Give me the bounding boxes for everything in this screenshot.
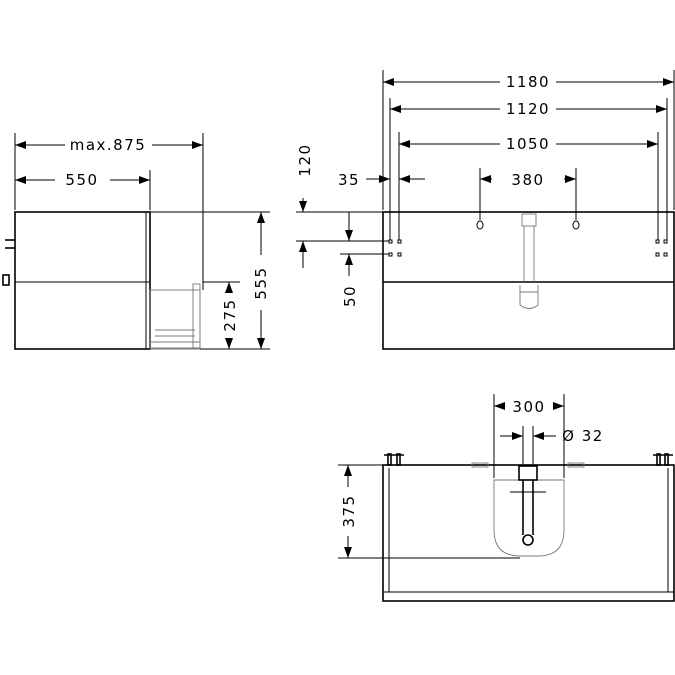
dim-side-height: 555 xyxy=(252,266,270,299)
dim-side-depth: 550 xyxy=(65,171,98,189)
dim-top-pipe-diameter: Ø 32 xyxy=(562,427,604,445)
dim-top-cutout-width: 300 xyxy=(512,398,545,416)
dim-front-width-inner: 1120 xyxy=(506,100,550,118)
dim-front-width-holes: 1050 xyxy=(506,135,550,153)
dim-front-offset: 35 xyxy=(338,171,360,189)
top-cutout xyxy=(493,479,565,557)
dim-front-width-overall: 1180 xyxy=(506,73,550,91)
side-cabinet-body xyxy=(14,211,151,350)
side-view: max.875 550 555 275 xyxy=(2,133,270,350)
dim-side-drawer-height: 275 xyxy=(221,298,239,331)
dim-front-hole-spacing: 50 xyxy=(341,285,359,307)
side-drawer-extended xyxy=(149,211,201,350)
dim-side-max-depth: max.875 xyxy=(70,136,147,154)
dim-front-bracket-spacing: 380 xyxy=(511,171,544,189)
top-cabinet-body xyxy=(382,464,675,602)
top-drain-pipe xyxy=(510,465,546,546)
top-brackets xyxy=(384,453,673,468)
dim-front-top-offset: 120 xyxy=(296,143,314,176)
dim-top-cutout-depth: 375 xyxy=(340,494,358,527)
top-view: 300 Ø 32 375 xyxy=(338,394,675,602)
front-cabinet-body xyxy=(382,211,675,350)
front-view: 1180 1120 1050 35 380 xyxy=(296,70,675,350)
front-siphon xyxy=(519,213,539,309)
